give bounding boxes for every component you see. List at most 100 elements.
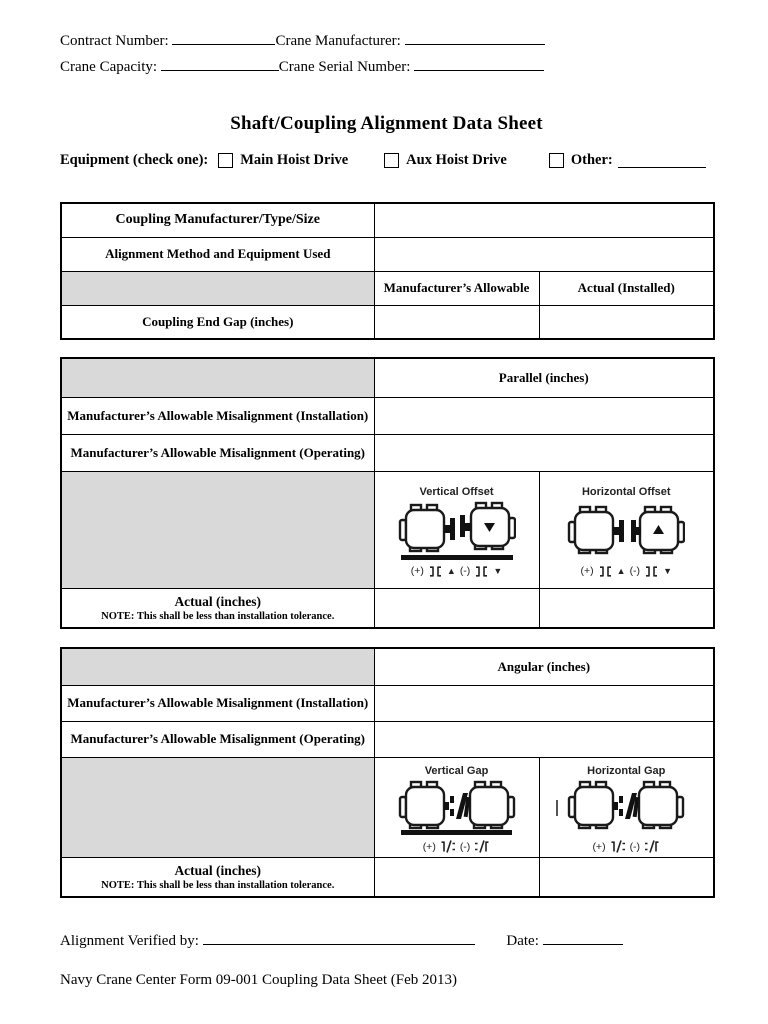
parallel-actual-label-cell: Actual (inches) NOTE: This shall be less…: [60, 587, 375, 629]
shaded-spacer-cell: [60, 470, 375, 589]
horizontal-gap-diagram-icon: [568, 780, 685, 830]
vertical-offset-label: Vertical Offset: [419, 485, 494, 498]
field-row-1: Contract Number: Crane Manufacturer:: [60, 28, 713, 54]
date-label: Date:: [506, 933, 539, 949]
offset-couplings-icon: [599, 565, 611, 577]
contract-number-label: Contract Number:: [60, 33, 169, 49]
plus-sign: (+): [422, 840, 436, 853]
table-row: Actual (inches) NOTE: This shall be less…: [60, 856, 715, 898]
coupling-end-gap-label-cell: Coupling End Gap (inches): [60, 304, 375, 340]
end-gap-actual-input-cell[interactable]: [538, 304, 715, 340]
alignment-method-input-cell[interactable]: [373, 236, 715, 272]
angular-actual-label-cell: Actual (inches) NOTE: This shall be less…: [60, 856, 375, 898]
horizontal-offset-label: Horizontal Offset: [581, 485, 671, 498]
other-checkbox[interactable]: [548, 153, 564, 168]
end-gap-allowable-input-cell[interactable]: [373, 304, 540, 340]
offset-couplings-icon: [646, 565, 658, 577]
crane-serial-number-input[interactable]: [414, 57, 545, 71]
parallel-actual-horizontal-input-cell[interactable]: [538, 587, 715, 629]
form-id-footer: Navy Crane Center Form 09-001 Coupling D…: [60, 972, 458, 988]
coupling-manufacturer-input-cell[interactable]: [373, 202, 715, 238]
option-aux-hoist: Aux Hoist Drive: [384, 152, 507, 169]
table-row: Angular (inches): [60, 647, 715, 686]
option-other: Other:: [548, 152, 706, 169]
coupling-info-table: Coupling Manufacturer/Type/Size Alignmen…: [60, 202, 715, 340]
gap-couplings-icon: [645, 840, 659, 853]
gap-couplings-icon: [441, 840, 455, 853]
table-row: Coupling Manufacturer/Type/Size: [60, 202, 715, 238]
crane-manufacturer-label: Crane Manufacturer:: [275, 33, 401, 49]
parallel-actual-vertical-input-cell[interactable]: [373, 587, 540, 629]
alignment-verified-input[interactable]: [202, 931, 475, 945]
down-arrow-icon: ▼: [493, 566, 503, 576]
angular-header-cell: Angular (inches): [373, 647, 715, 686]
signoff-row: Alignment Verified by: Date:: [60, 931, 713, 950]
table-row: Vertical Offset: [60, 470, 715, 589]
table-row: Coupling End Gap (inches): [60, 304, 715, 340]
up-arrow-icon: ▲: [446, 566, 456, 576]
parallel-table: Parallel (inches) Manufacturer’s Allowab…: [60, 357, 715, 629]
angular-operating-label-cell: Manufacturer’s Allowable Misalignment (O…: [60, 720, 375, 758]
angular-actual-horizontal-input-cell[interactable]: [538, 856, 715, 898]
horizontal-offset-legend: (+) ▲ (-) ▼: [544, 565, 710, 578]
alignment-method-label-cell: Alignment Method and Equipment Used: [60, 236, 375, 272]
tolerance-note: NOTE: This shall be less than installati…: [101, 610, 335, 622]
parallel-operating-input-cell[interactable]: [373, 433, 715, 472]
table-row: Vertical Gap: [60, 756, 715, 858]
main-hoist-label: Main Hoist Drive: [240, 152, 349, 168]
other-input[interactable]: [617, 154, 706, 168]
vertical-gap-diagram-cell: Vertical Gap: [373, 756, 540, 858]
aux-hoist-checkbox[interactable]: [384, 153, 400, 168]
crane-manufacturer-input[interactable]: [404, 31, 545, 45]
offset-couplings-icon: [429, 565, 441, 577]
gap-couplings-icon: [611, 840, 625, 853]
parallel-installation-label-cell: Manufacturer’s Allowable Misalignment (I…: [60, 396, 375, 435]
table-row: Alignment Method and Equipment Used: [60, 236, 715, 272]
main-hoist-checkbox[interactable]: [218, 153, 234, 168]
header-fields: Contract Number: Crane Manufacturer: Cra…: [60, 28, 713, 80]
angular-actual-vertical-input-cell[interactable]: [373, 856, 540, 898]
alignment-verified-label: Alignment Verified by:: [60, 933, 199, 949]
equipment-check-row: Equipment (check one): Main Hoist Drive …: [60, 152, 713, 169]
crane-capacity-label: Crane Capacity:: [60, 59, 158, 75]
crane-capacity-input[interactable]: [160, 57, 279, 71]
manufacturers-allowable-header: Manufacturer’s Allowable: [373, 270, 540, 306]
actual-inches-label: Actual (inches): [174, 862, 262, 878]
other-label: Other:: [570, 152, 613, 168]
table-row: Manufacturer’s Allowable Actual (Install…: [60, 270, 715, 306]
page-title: Shaft/Coupling Alignment Data Sheet: [230, 113, 543, 134]
minus-sign: (-): [629, 840, 641, 853]
angular-installation-input-cell[interactable]: [373, 684, 715, 722]
aux-hoist-label: Aux Hoist Drive: [406, 152, 507, 168]
parallel-installation-input-cell[interactable]: [373, 396, 715, 435]
horizontal-offset-diagram-icon: [568, 505, 686, 554]
date-input[interactable]: [542, 931, 623, 945]
vertical-gap-legend: (+) (-): [379, 840, 535, 853]
table-row: Manufacturer’s Allowable Misalignment (O…: [60, 720, 715, 758]
vertical-gap-diagram-icon: [398, 780, 515, 835]
angular-operating-input-cell[interactable]: [373, 720, 715, 758]
vertical-offset-legend: (+) ▲ (-) ▼: [379, 565, 535, 578]
tolerance-note: NOTE: This shall be less than installati…: [101, 879, 335, 891]
horizontal-offset-diagram-cell: Horizontal Offset: [538, 470, 715, 589]
shaded-spacer-cell: [60, 270, 375, 306]
vertical-offset-diagram-cell: Vertical Offset: [373, 470, 540, 589]
minus-sign: (-): [629, 565, 641, 577]
shaded-spacer-cell: [60, 756, 375, 858]
table-row: Manufacturer’s Allowable Misalignment (I…: [60, 396, 715, 435]
minus-sign: (-): [459, 840, 471, 853]
table-row: Manufacturer’s Allowable Misalignment (I…: [60, 684, 715, 722]
actual-inches-label: Actual (inches): [174, 593, 262, 609]
table-row: Actual (inches) NOTE: This shall be less…: [60, 587, 715, 629]
contract-number-input[interactable]: [172, 31, 276, 45]
vertical-gap-label: Vertical Gap: [424, 765, 489, 777]
up-arrow-icon: ▲: [616, 566, 626, 576]
stray-mark: [555, 799, 558, 816]
parallel-header-cell: Parallel (inches): [373, 357, 715, 398]
option-main-hoist: Main Hoist Drive: [218, 152, 348, 169]
coupling-manufacturer-label-cell: Coupling Manufacturer/Type/Size: [60, 202, 375, 238]
plus-sign: (+): [410, 565, 424, 577]
horizontal-gap-label: Horizontal Gap: [587, 765, 666, 777]
plus-sign: (+): [580, 565, 594, 577]
